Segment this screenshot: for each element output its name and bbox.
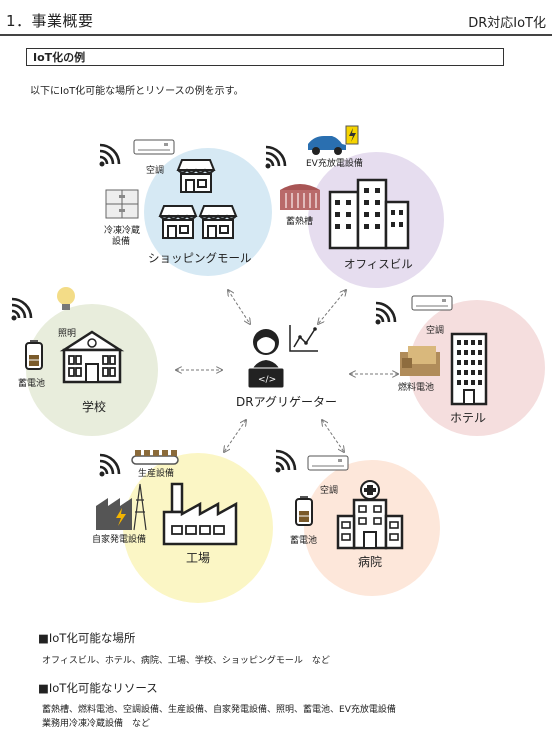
hospital-resource-label: 蓄電池 (290, 534, 317, 546)
thermal-storage-icon (280, 184, 320, 210)
iot-places-heading: ■IoT化可能な場所 (38, 631, 136, 645)
chart-icon (289, 325, 318, 352)
factory-building-icon (162, 482, 238, 546)
iot-resources-heading: ■IoT化可能なリソース (38, 681, 158, 695)
power-plant-icon (96, 483, 147, 531)
iot-places-list: オフィスビル、ホテル、病院、工場、学校、ショッピングモール など (42, 656, 330, 666)
iot-resources-list: 蓄熱槽、燃料電池、空調設備、生産設備、自家発電設備、照明、蓄電池、EV充放電設備… (42, 703, 532, 731)
conveyor-icon (131, 450, 179, 465)
iot-diagram: </> DRアグリゲーター 空調 冷凍冷蔵 設備 ショッピングモール EV充放電… (10, 125, 545, 603)
section-heading: 1．事業概要 (6, 12, 94, 30)
hotel-resource-label: 空調 (426, 324, 444, 336)
svg-text:</>: </> (258, 375, 276, 385)
wifi-icon (98, 143, 121, 168)
air-conditioner-icon (411, 295, 453, 311)
hospital-label: 病院 (358, 554, 382, 569)
hotel-resource-label: 燃料電池 (398, 381, 434, 393)
document-title: DR対応IoT化 (468, 16, 546, 31)
shopping-resource-label: 冷凍冷蔵 設備 (104, 224, 143, 247)
school-resource-label: 照明 (58, 328, 76, 339)
factory-resource-label: 自家発電設備 (92, 533, 146, 545)
hotel-building-icon (450, 332, 488, 406)
freezer-label-line2: 設備 (112, 235, 130, 247)
ev-car-icon (308, 136, 346, 155)
aggregator-person-icon: </> (247, 329, 285, 389)
fuel-cell-icon (400, 346, 440, 376)
air-conditioner-icon (133, 139, 175, 155)
office-resource-label: EV充放電設備 (306, 157, 363, 169)
shop-icon (159, 205, 197, 239)
iot-examples-title: IoT化の例 (26, 48, 504, 66)
factory-resource-label: 生産設備 (138, 467, 174, 479)
hotel-label: ホテル (450, 411, 486, 425)
wifi-icon (98, 453, 121, 478)
header-divider (0, 34, 552, 36)
school-resource-label: 蓄電池 (18, 377, 45, 389)
shop-icon (177, 159, 215, 193)
iot-resources-line2: 業務用冷凍冷蔵設備 など (42, 719, 151, 729)
shopping-mall-label: ショッピングモール (148, 251, 252, 265)
office-building-icon (328, 178, 410, 250)
factory-label: 工場 (186, 551, 210, 565)
shopping-resource-label: 空調 (146, 164, 164, 176)
hospital-building-icon (336, 480, 404, 550)
shop-icon (199, 205, 237, 239)
wifi-icon (264, 145, 287, 170)
wifi-icon (10, 297, 33, 322)
freezer-icon (105, 189, 139, 219)
office-resource-label: 蓄熱槽 (286, 215, 313, 227)
connector-arrows (176, 290, 398, 452)
wifi-icon (274, 449, 297, 474)
office-building-label: オフィスビル (344, 257, 413, 271)
school-label: 学校 (82, 399, 106, 414)
battery-icon (295, 495, 313, 526)
air-conditioner-icon (307, 455, 349, 471)
intro-text: 以下にIoT化可能な場所とリソースの例を示す。 (30, 86, 244, 97)
charger-icon (345, 125, 359, 145)
light-bulb-icon (57, 287, 75, 310)
hospital-resource-label: 空調 (320, 484, 338, 496)
iot-resources-line1: 蓄熱槽、燃料電池、空調設備、生産設備、自家発電設備、照明、蓄電池、EV充放電設備 (42, 705, 396, 715)
freezer-label-line1: 冷凍冷蔵 (104, 224, 140, 236)
aggregator-label: DRアグリゲーター (236, 395, 337, 409)
battery-icon (25, 339, 43, 370)
school-building-icon (59, 330, 125, 384)
wifi-icon (374, 301, 397, 326)
